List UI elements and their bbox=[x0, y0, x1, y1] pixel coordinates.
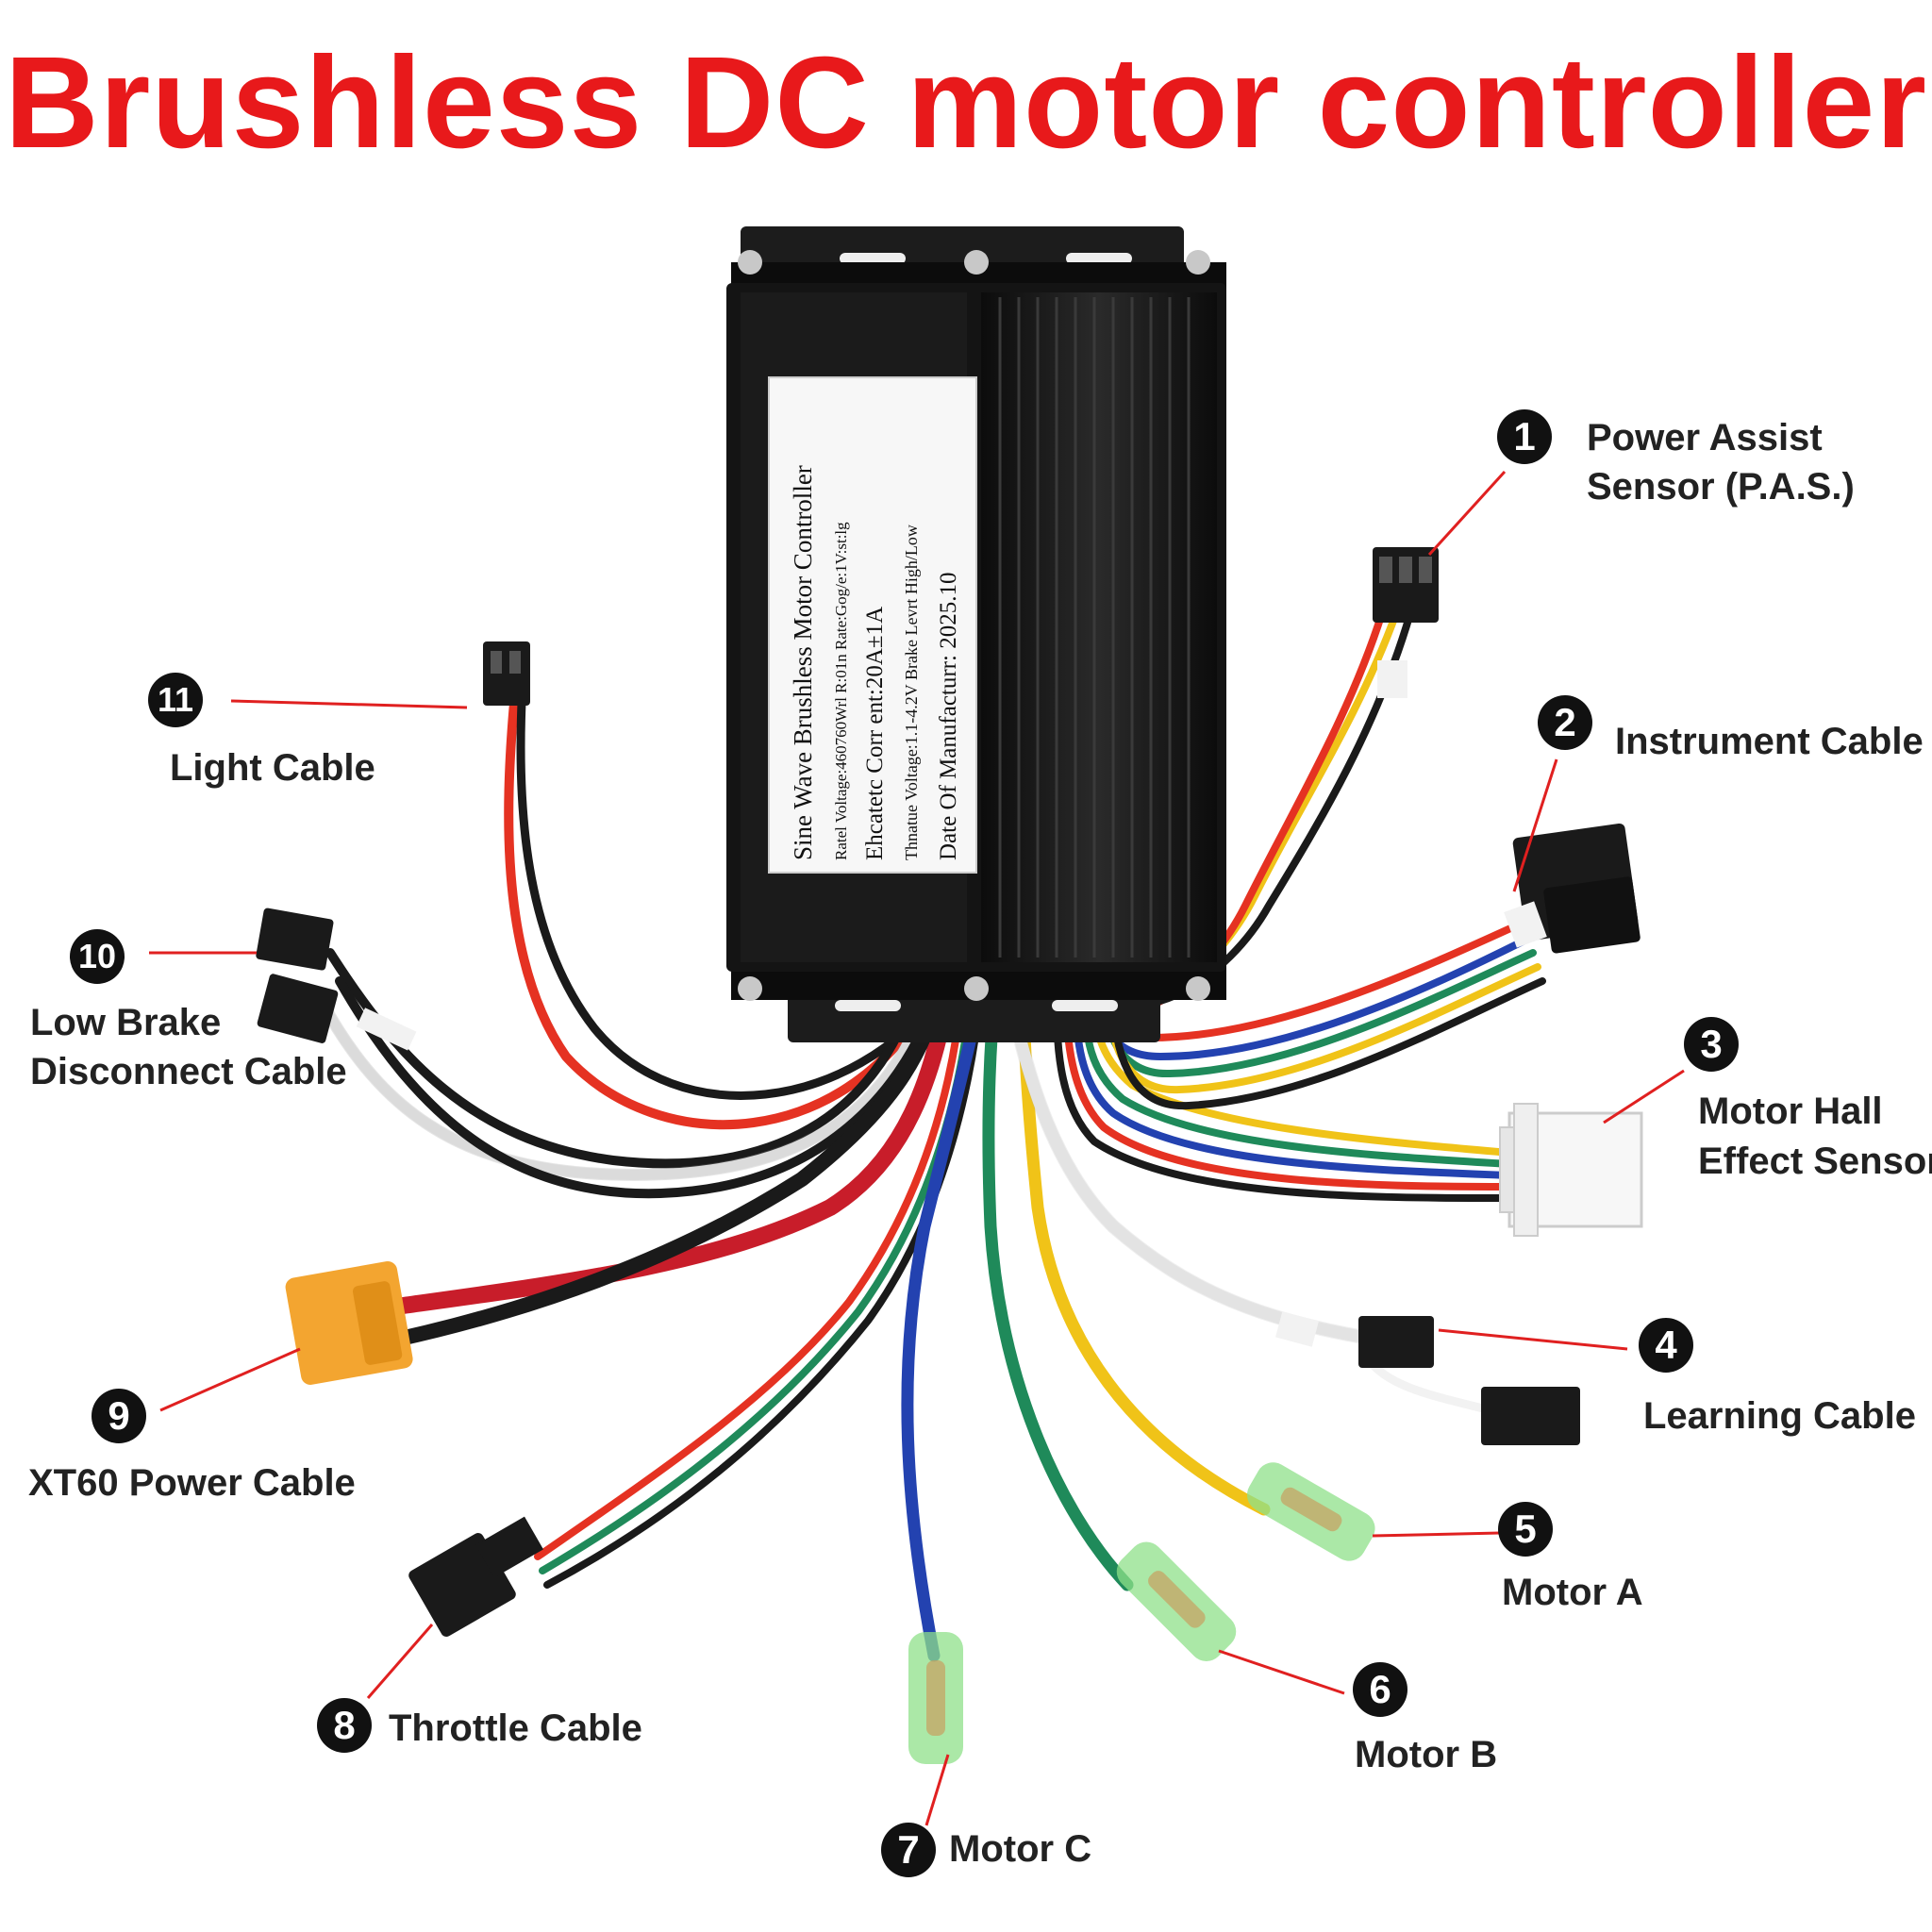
connectors bbox=[256, 547, 1643, 1764]
spec-line-5: Date Of Manufacturr: 2025.10 bbox=[936, 573, 961, 860]
spec-line-4: Thnatue Voltage:1.1-4.2V Brake Levrt Hig… bbox=[902, 525, 921, 860]
callout-number-badge: 3 bbox=[1684, 1017, 1739, 1072]
leader-3 bbox=[1603, 1069, 1685, 1124]
leader-9 bbox=[159, 1347, 301, 1412]
learning-connector bbox=[1275, 1311, 1580, 1445]
callout-label: Motor C bbox=[949, 1828, 1092, 1870]
motor-b-wire bbox=[982, 984, 1134, 1591]
xt60-positive-wire bbox=[388, 982, 957, 1315]
callout-label: Motor A bbox=[1502, 1572, 1643, 1613]
motor-c-wire bbox=[901, 984, 988, 1662]
throttle-wire-red bbox=[534, 987, 966, 1560]
callout-label: Sensor (P.A.S.) bbox=[1587, 466, 1855, 508]
hall-sensor-connector bbox=[1499, 1103, 1643, 1237]
leader-11 bbox=[230, 699, 468, 709]
motor-a-terminal bbox=[1246, 1462, 1375, 1561]
callout-label: Disconnect Cable bbox=[30, 1051, 347, 1092]
leader-5 bbox=[1372, 1531, 1501, 1538]
callout-number-badge: 7 bbox=[881, 1823, 936, 1877]
spec-label-sticker bbox=[768, 376, 977, 874]
callout-label: Motor B bbox=[1355, 1734, 1498, 1775]
callout-label: Light Cable bbox=[170, 747, 375, 789]
leader-6 bbox=[1218, 1649, 1345, 1695]
brake-connector bbox=[256, 908, 417, 1051]
callout-label: Low Brake bbox=[30, 1002, 222, 1043]
spec-line-3: Ehcatetc Corr ent:20A±1A bbox=[862, 607, 888, 860]
callout-number-badge: 10 bbox=[70, 929, 125, 984]
leader-4 bbox=[1438, 1328, 1628, 1351]
leader-7 bbox=[924, 1754, 950, 1826]
light-connector bbox=[483, 641, 530, 706]
spec-label-text: Sine Wave Brushless Motor Controller Rat… bbox=[789, 465, 961, 860]
callout-number-badge: 1 bbox=[1497, 409, 1552, 464]
callout-label: Effect Sensor bbox=[1698, 1141, 1932, 1182]
callout-number-badge: 4 bbox=[1639, 1318, 1693, 1373]
throttle-connector bbox=[408, 1516, 543, 1637]
controller-housing bbox=[726, 226, 1226, 1042]
motor-b-terminal bbox=[1116, 1541, 1237, 1661]
callout-number-badge: 11 bbox=[148, 673, 203, 727]
xt60-negative-wire bbox=[389, 983, 946, 1347]
page-title: Brushless DC motor controller bbox=[4, 30, 1928, 175]
callout-number-badge: 5 bbox=[1498, 1502, 1553, 1557]
leader-8 bbox=[366, 1624, 434, 1699]
leader-2 bbox=[1512, 758, 1558, 892]
leader-lines bbox=[149, 470, 1685, 1826]
instrument-connector bbox=[1504, 823, 1641, 954]
callout-number-badge: 2 bbox=[1538, 695, 1592, 750]
xt60-connector bbox=[285, 1261, 413, 1385]
hall-sensor-wire-black bbox=[1053, 987, 1513, 1202]
motor-c-terminal bbox=[908, 1632, 963, 1764]
callout-label: Learning Cable bbox=[1643, 1395, 1916, 1437]
callout-number-badge: 9 bbox=[92, 1389, 146, 1443]
light-cable-wire bbox=[504, 698, 939, 1130]
callout-label: Motor Hall bbox=[1698, 1091, 1883, 1132]
callout-label: XT60 Power Cable bbox=[28, 1462, 356, 1504]
pas-connector bbox=[1373, 547, 1439, 698]
spec-line-2: Ratel Voltage:460760Wrl R:01n Rate:Gog/e… bbox=[832, 522, 850, 860]
callout-number-badge: 6 bbox=[1353, 1662, 1407, 1717]
callout-label: Power Assist bbox=[1587, 417, 1823, 458]
spec-line-1: Sine Wave Brushless Motor Controller bbox=[789, 465, 817, 860]
callout-number-badge: 8 bbox=[317, 1698, 372, 1753]
leader-1 bbox=[1427, 470, 1507, 557]
callout-label: Throttle Cable bbox=[389, 1707, 642, 1749]
callout-label: Instrument Cable bbox=[1615, 721, 1924, 762]
